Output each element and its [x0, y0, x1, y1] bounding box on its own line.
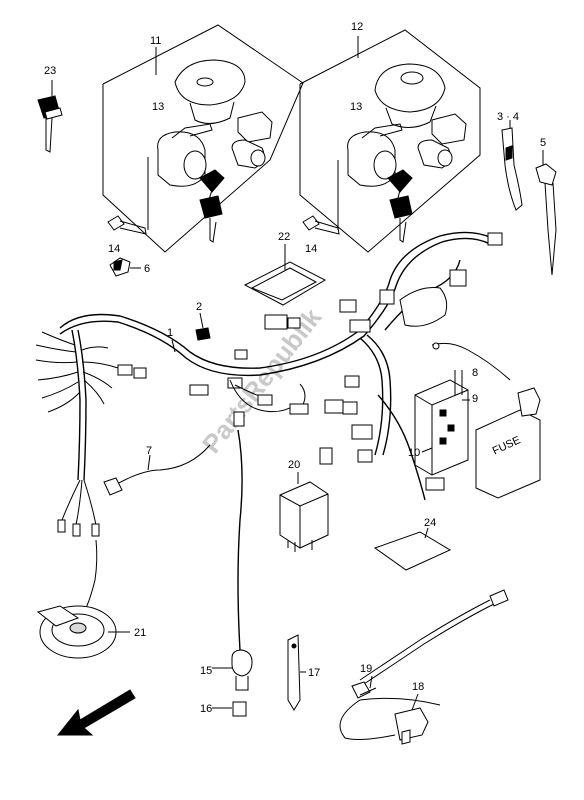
wiring-label-sheet	[243, 244, 327, 306]
callout-20: 20	[288, 459, 300, 471]
key-right-set	[387, 169, 413, 243]
callout-13-right: 13	[350, 101, 362, 113]
main-wiring-harness	[35, 231, 503, 501]
bracket	[287, 634, 301, 711]
callout-14-left: 14	[108, 243, 120, 255]
callout-9: 9	[472, 393, 478, 405]
callout-24: 24	[424, 517, 436, 529]
relay	[279, 481, 329, 552]
callout-13-left: 13	[152, 101, 164, 113]
callout-16: 16	[200, 703, 212, 715]
callout-17: 17	[308, 667, 320, 679]
ignition-set-left-box	[102, 24, 304, 253]
screw-right	[302, 215, 340, 235]
ignition-set-right-box	[299, 29, 481, 253]
lock-cylinder-right	[431, 113, 467, 145]
callout-7: 7	[146, 445, 152, 457]
ground-wire	[103, 444, 211, 496]
wire-clip	[109, 257, 141, 277]
harness-clamp	[501, 120, 523, 211]
callout-19: 19	[360, 663, 372, 675]
callout-6: 6	[144, 263, 150, 275]
horn	[36, 605, 130, 659]
horn-lead-connectors	[57, 479, 100, 611]
callout-8: 8	[472, 367, 478, 379]
seat-lock-cover-left	[174, 59, 246, 106]
neutral-switch-lead	[231, 411, 253, 717]
ignition-switch-right	[347, 123, 403, 187]
fuse-box: FUSE	[414, 342, 541, 499]
callout-23: 23	[44, 65, 56, 77]
callout-11: 11	[150, 35, 161, 47]
callout-14-right: 14	[305, 243, 317, 255]
callout-15: 15	[200, 665, 212, 677]
lock-cylinder-left	[237, 111, 273, 143]
callout-18: 18	[412, 681, 424, 693]
callout-12: 12	[351, 21, 363, 33]
brake-switch-lead	[339, 589, 509, 745]
key-left-set	[199, 169, 225, 243]
callout-21: 21	[134, 627, 146, 639]
callout-1: 1	[167, 327, 173, 339]
callouts: 11 12 23 13 13 3 · 4 5 14 14 22 6 2 1 8 …	[44, 21, 546, 715]
callout-2: 2	[196, 301, 202, 313]
screw-left	[107, 215, 147, 235]
callout-10: 10	[408, 447, 420, 459]
callout-22: 22	[278, 231, 290, 243]
watermark: PartsRepublik	[196, 302, 328, 459]
spare-key	[37, 80, 63, 153]
front-direction-arrow	[56, 689, 136, 736]
cable-tie-strap	[535, 150, 557, 276]
callout-5: 5	[540, 137, 546, 149]
callout-3-4: 3 · 4	[497, 111, 519, 123]
leader-lines	[171, 339, 470, 711]
ignition-switch-left	[157, 123, 213, 187]
caution-label	[373, 527, 452, 571]
relay-clip	[195, 312, 211, 341]
seat-lock-cover-right	[374, 63, 446, 113]
